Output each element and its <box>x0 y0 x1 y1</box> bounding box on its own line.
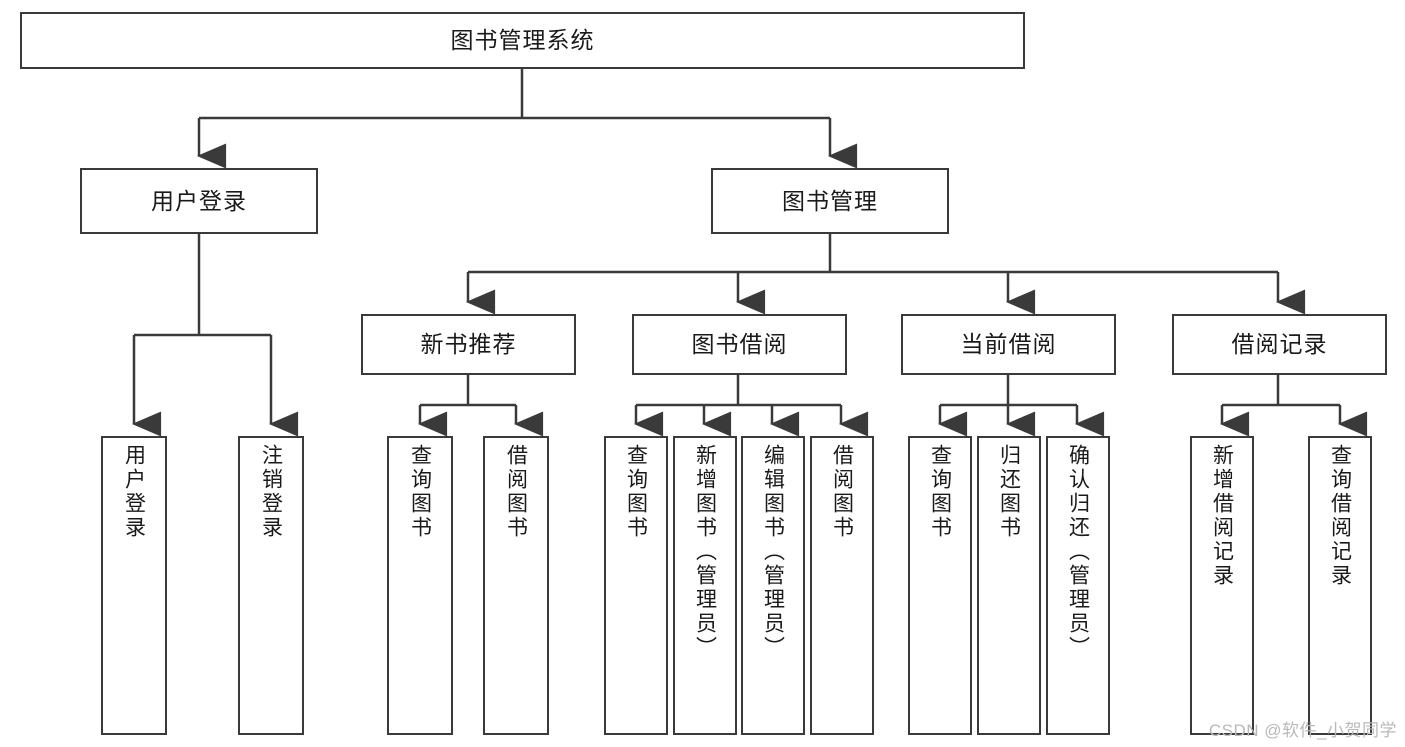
leaf-edit-book[interactable]: 编辑图书（管理员） <box>741 436 805 735</box>
node-user-login[interactable]: 用户登录 <box>80 168 318 234</box>
leaf-logout-login-label: 注销登录 <box>259 444 283 540</box>
leaf-user-login-label: 用户登录 <box>122 444 146 540</box>
leaf-borrow-book-1-label: 借阅图书 <box>504 444 528 540</box>
leaf-edit-book-label: 编辑图书（管理员） <box>761 444 785 660</box>
node-book-borrow-label: 图书借阅 <box>691 331 788 358</box>
node-borrow-record[interactable]: 借阅记录 <box>1172 314 1387 375</box>
leaf-add-book-label: 新增图书（管理员） <box>693 444 717 660</box>
leaf-add-book[interactable]: 新增图书（管理员） <box>673 436 737 735</box>
node-root[interactable]: 图书管理系统 <box>20 12 1025 69</box>
leaf-confirm-return[interactable]: 确认归还（管理员） <box>1046 436 1110 735</box>
node-book-manage[interactable]: 图书管理 <box>711 168 949 234</box>
leaf-return-book-label: 归还图书 <box>997 444 1021 540</box>
leaf-query-book-1-label: 查询图书 <box>408 444 432 540</box>
leaf-add-record-label: 新增借阅记录 <box>1210 444 1234 588</box>
leaf-confirm-return-label: 确认归还（管理员） <box>1066 444 1090 660</box>
leaf-query-book-2-label: 查询图书 <box>624 444 648 540</box>
node-borrow-record-label: 借阅记录 <box>1231 331 1328 358</box>
node-book-borrow[interactable]: 图书借阅 <box>632 314 847 375</box>
leaf-borrow-book-2[interactable]: 借阅图书 <box>810 436 874 735</box>
node-new-book-recommend[interactable]: 新书推荐 <box>361 314 576 375</box>
leaf-return-book[interactable]: 归还图书 <box>977 436 1041 735</box>
leaf-query-record[interactable]: 查询借阅记录 <box>1308 436 1372 735</box>
leaf-query-book-1[interactable]: 查询图书 <box>387 436 453 735</box>
leaf-logout-login[interactable]: 注销登录 <box>238 436 304 735</box>
leaf-query-book-3-label: 查询图书 <box>928 444 952 540</box>
leaf-user-login[interactable]: 用户登录 <box>101 436 167 735</box>
leaf-add-record[interactable]: 新增借阅记录 <box>1190 436 1254 735</box>
node-current-borrow[interactable]: 当前借阅 <box>901 314 1116 375</box>
node-book-manage-label: 图书管理 <box>782 187 878 214</box>
leaf-borrow-book-2-label: 借阅图书 <box>830 444 854 540</box>
node-root-label: 图书管理系统 <box>450 27 595 54</box>
leaf-borrow-book-1[interactable]: 借阅图书 <box>483 436 549 735</box>
leaf-query-record-label: 查询借阅记录 <box>1328 444 1352 588</box>
leaf-query-book-3[interactable]: 查询图书 <box>908 436 972 735</box>
node-user-login-label: 用户登录 <box>151 187 247 214</box>
node-current-borrow-label: 当前借阅 <box>960 331 1057 358</box>
node-new-book-recommend-label: 新书推荐 <box>420 331 517 358</box>
leaf-query-book-2[interactable]: 查询图书 <box>604 436 668 735</box>
csdn-watermark: CSDN @软件_小贺同学 <box>1208 721 1397 740</box>
